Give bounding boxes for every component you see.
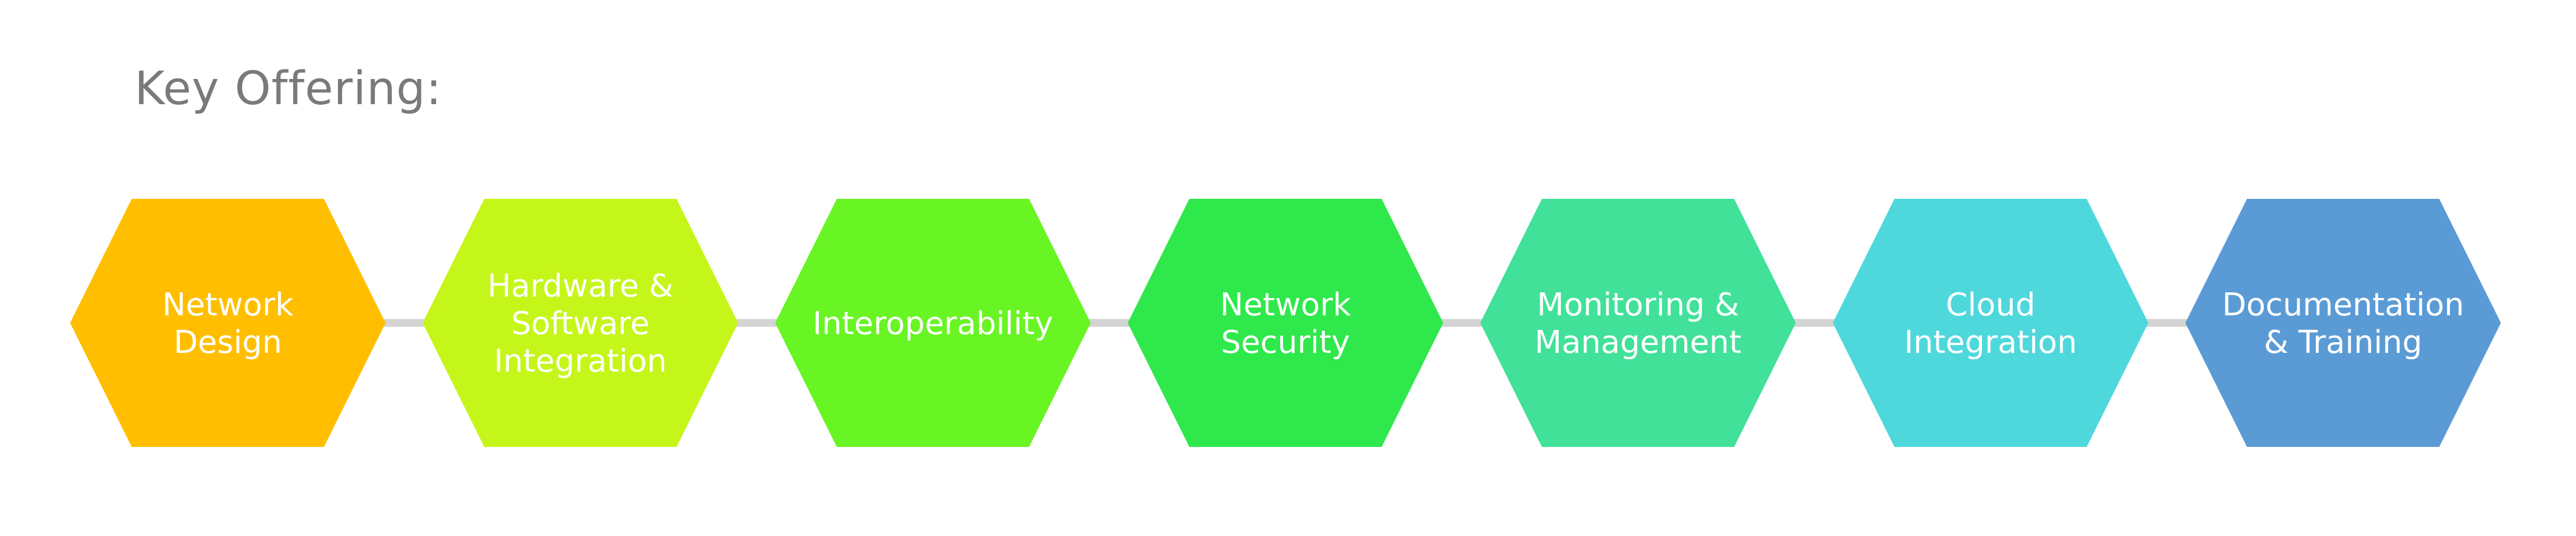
step-label: Management xyxy=(1535,324,1741,361)
offering-step: Documentation& Training xyxy=(2185,199,2501,447)
connector-line xyxy=(383,319,425,327)
step-label: Cloud xyxy=(1946,287,2036,323)
step-label: Network xyxy=(1220,287,1351,323)
page-title: Key Offering: xyxy=(135,62,442,115)
hexagon-shape xyxy=(1833,199,2148,447)
hexagon-shape xyxy=(423,199,738,447)
step-label: Documentation xyxy=(2222,287,2464,323)
hexagon-shape xyxy=(70,199,386,447)
step-label: Design xyxy=(174,324,282,361)
connector-line xyxy=(2146,319,2188,327)
connector-line xyxy=(1794,319,1835,327)
hexagon-shape xyxy=(1128,199,1443,447)
step-label: Hardware & xyxy=(488,268,674,305)
step-label: Security xyxy=(1221,324,1350,361)
connector-line xyxy=(1441,319,1482,327)
step-label: & Training xyxy=(2264,324,2422,361)
connectors xyxy=(383,319,2188,327)
hexagon-shape xyxy=(2185,199,2501,447)
step-label: Software xyxy=(511,306,650,342)
offering-step: Interoperability xyxy=(775,199,1091,447)
hexagon-shape xyxy=(1480,199,1796,447)
step-label: Network xyxy=(163,287,294,323)
hexagon-shape xyxy=(775,199,1091,447)
connector-line xyxy=(1088,319,1130,327)
step-label: Integration xyxy=(1904,324,2077,361)
step-label: Integration xyxy=(494,343,667,380)
offering-step: Monitoring &Management xyxy=(1480,199,1796,447)
connector-line xyxy=(736,319,777,327)
step-label: Interoperability xyxy=(813,306,1053,342)
step-label: Monitoring & xyxy=(1537,287,1739,323)
